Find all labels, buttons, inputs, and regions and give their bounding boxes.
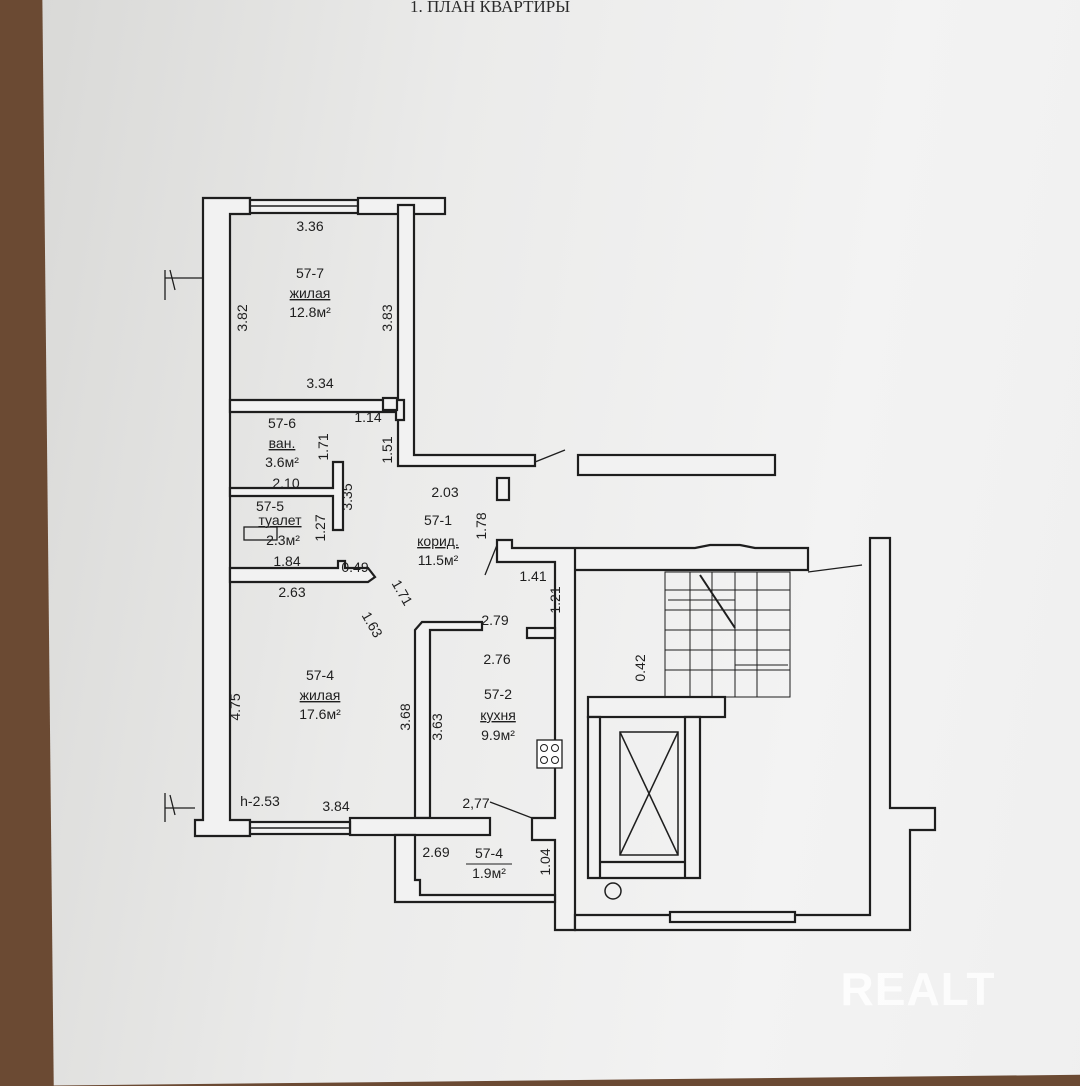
- drain-icon: [604, 882, 622, 900]
- dimension-label: h-2.53: [240, 793, 280, 809]
- room-type: туалет: [258, 512, 302, 528]
- dimension-label: 3.82: [234, 304, 250, 331]
- dimension-label: 2.03: [431, 484, 458, 500]
- bath-top-wall: [228, 398, 406, 422]
- door-swings: [243, 449, 863, 819]
- room-labels: 57-7 жилая 12.8м² 57-6 ван. 3.6м² 57-5 т…: [256, 265, 516, 881]
- wall-stub: [495, 476, 511, 502]
- dimension-label: 2.63: [278, 584, 305, 600]
- room-id: 57-5: [256, 498, 284, 514]
- wall-stub: [381, 396, 399, 412]
- dimension-label: 3.35: [339, 483, 355, 510]
- dimension-label: 1.78: [473, 512, 489, 539]
- elevator-cabin: [619, 731, 679, 856]
- room-area: 2.3м²: [266, 532, 300, 548]
- room-area: 12.8м²: [289, 304, 331, 320]
- bedroom-right-wall: [396, 203, 537, 468]
- left-outer-wall: [193, 196, 252, 838]
- dimension-label: 3.36: [296, 218, 323, 234]
- walls: [193, 196, 937, 932]
- elevator-shaft: [586, 715, 702, 880]
- toilet-icon: [243, 526, 278, 541]
- room-type: ван.: [269, 435, 296, 451]
- dimension-label: 1.21: [547, 586, 563, 613]
- room-type: корид.: [417, 533, 459, 549]
- balcony: [393, 833, 557, 904]
- dimension-label: 2,77: [462, 795, 489, 811]
- dimension-label: 1.71: [315, 433, 331, 460]
- dimension-label: 2.79: [481, 612, 508, 628]
- kitchen-left-wall: [413, 620, 484, 820]
- living-top-wall: [228, 559, 377, 584]
- dimension-label: 3.34: [306, 375, 333, 391]
- dimension-label: 1.63: [359, 609, 387, 641]
- dimension-label: 1.14: [354, 409, 381, 425]
- dimension-label: 2.69: [422, 844, 449, 860]
- room-area: 11.5м²: [418, 552, 459, 568]
- bottom-wall: [348, 816, 492, 837]
- wall-stub: [525, 626, 557, 640]
- room-id: 57-4: [475, 845, 503, 861]
- room-type: жилая: [300, 687, 341, 703]
- dimension-label: 2.10: [272, 475, 299, 491]
- bath-bottom-wall: [228, 460, 345, 532]
- room-id: 57-4: [306, 667, 334, 683]
- break-marks: [164, 269, 203, 822]
- room-type: кухня: [480, 707, 516, 723]
- plan-title: 1. ПЛАН КВАРТИРЫ: [410, 0, 570, 16]
- window-landing: [668, 910, 797, 924]
- dimension-label: 4.75: [227, 693, 243, 720]
- watermark-logo: REALT: [841, 963, 996, 1015]
- landing-wall: [576, 453, 777, 477]
- room-id: 57-6: [268, 415, 296, 431]
- room-area: 1.9м²: [472, 865, 506, 881]
- room-id: 57-1: [424, 512, 452, 528]
- dimension-label: 0.49: [341, 559, 368, 575]
- room-type: жилая: [290, 285, 331, 301]
- dimension-label: 1.41: [519, 568, 546, 584]
- room-id: 57-7: [296, 265, 324, 281]
- dimension-label: 1.04: [537, 848, 553, 875]
- dimension-label: 1.84: [273, 553, 300, 569]
- room-area: 17.6м²: [299, 706, 341, 722]
- dimension-label: 3.83: [379, 304, 395, 331]
- room-id: 57-2: [484, 686, 512, 702]
- dimension-label: 0.42: [632, 654, 648, 681]
- room-area: 3.6м²: [265, 454, 299, 470]
- dimension-label: 3.63: [429, 713, 445, 740]
- stair-wall: [586, 695, 727, 719]
- dimension-label: 3.84: [322, 798, 349, 814]
- dimension-label: 1.27: [312, 514, 328, 541]
- stove-icon: [536, 739, 563, 769]
- staircase: [664, 571, 791, 698]
- dimension-label: 1.51: [379, 436, 395, 463]
- dimension-label: 1.71: [389, 577, 417, 609]
- dimension-label: 3.68: [397, 703, 413, 730]
- corridor-right-wall: [495, 538, 810, 932]
- dimension-label: 2.76: [483, 651, 510, 667]
- room-area: 9.9м²: [481, 727, 515, 743]
